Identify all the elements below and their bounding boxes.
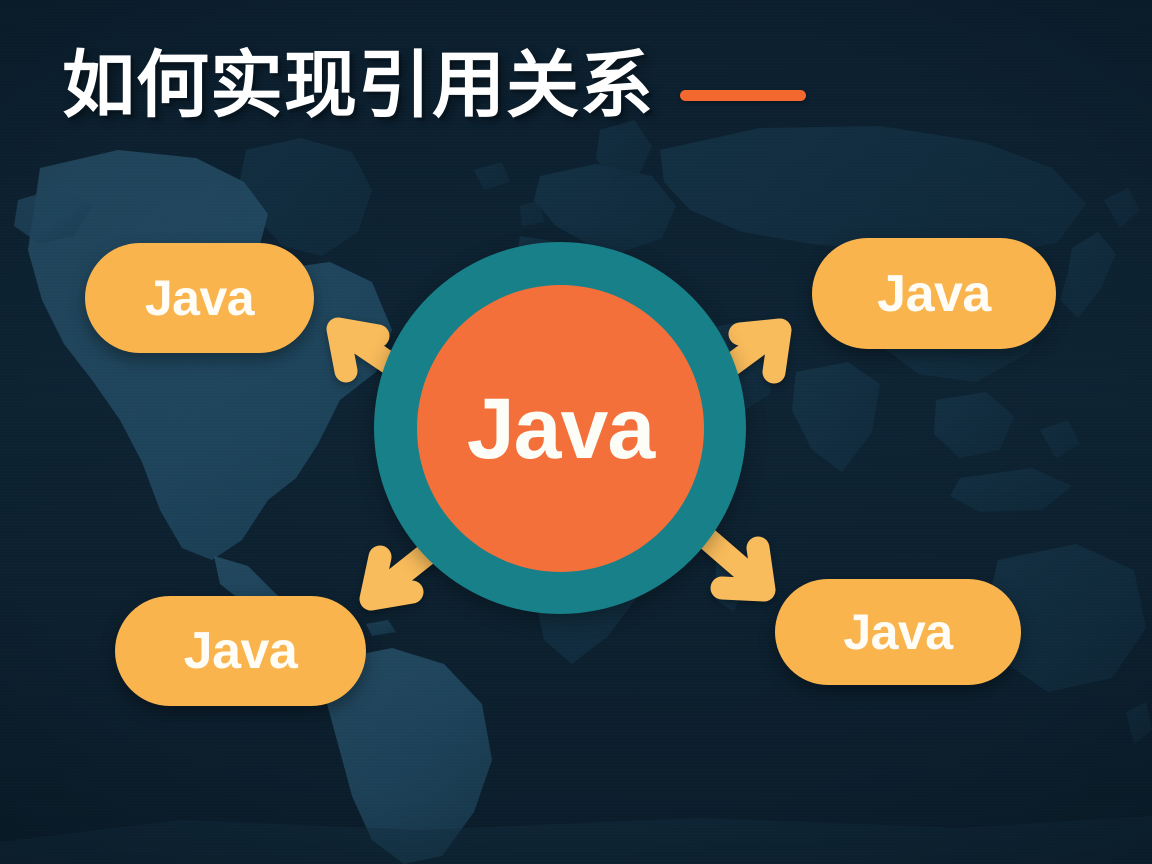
node-bottom-left-label: Java [183, 622, 298, 680]
hub-node-label: Java [466, 380, 655, 477]
page-title: 如何实现引用关系 [62, 45, 654, 126]
title-accent-dash [680, 89, 806, 101]
node-bottom-left[interactable]: Java [115, 596, 366, 706]
node-top-left[interactable]: Java [85, 243, 314, 353]
node-top-right[interactable]: Java [812, 238, 1056, 349]
node-bottom-right-label: Java [843, 604, 953, 660]
node-top-right-label: Java [877, 264, 991, 323]
node-bottom-right[interactable]: Java [775, 579, 1021, 685]
slide-header: 如何实现引用关系 [62, 45, 806, 126]
hub-node[interactable]: Java [417, 285, 704, 572]
node-top-left-label: Java [144, 270, 255, 326]
